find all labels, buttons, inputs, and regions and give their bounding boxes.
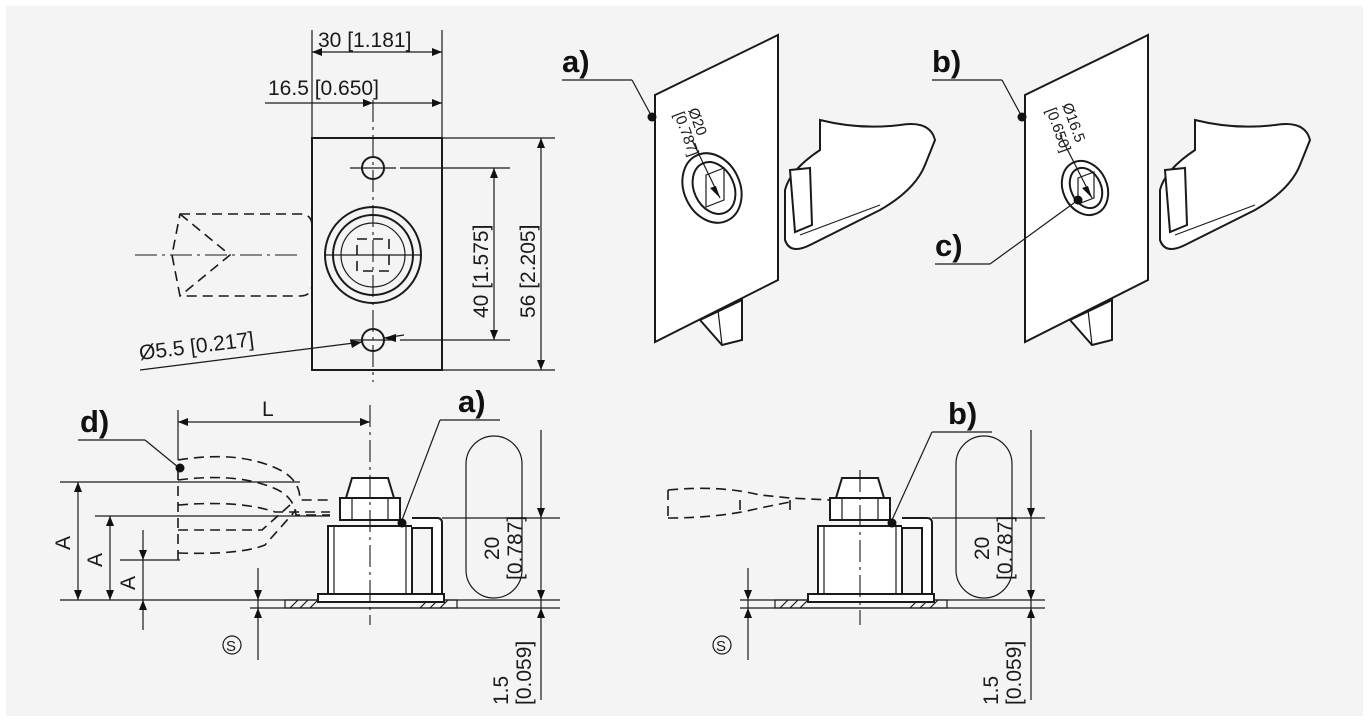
cam-bracket-a [412,517,443,597]
lock-plate-outline [311,137,443,371]
offset-label-3: A [117,576,140,590]
callout-b-label-top: b) [932,44,961,79]
callout-d-dot [175,463,185,473]
thickness-mm-label-a: 1.5 [490,676,513,705]
height-mm-label-b: 20 [971,537,994,560]
handle-b [1159,118,1312,250]
callout-b-dot-top [1017,112,1027,122]
offset-label-1: A [52,536,75,550]
front-view: 30 [1.181] 16.5 [0.650] 40 [1.575] 56 [2… [135,29,555,382]
hole-diameter-label: Ø5.5 [0.217] [138,328,256,365]
thickness-symbol-b: S [716,638,726,655]
callout-a-label: a) [562,44,590,79]
panel-a-isometric: Ø20 [0.787] a) [562,33,937,347]
offset-label-2: A [84,553,107,567]
width-center-label: 16.5 [0.650] [268,77,379,100]
thickness-symbol-a: S [226,638,236,655]
hole-diameter-leader [139,341,363,371]
callout-b-dot-side [887,518,897,528]
callout-d-label: d) [80,404,109,439]
width-total-label: 30 [1.181] [318,29,411,52]
side-view-b: S 20 [0.787] 1.5 [0.059] b) [667,396,1045,705]
height-mm-label-a: 20 [481,537,504,560]
thickness-inch-label-b: [0.059] [1003,641,1026,705]
panel-b-isometric: Ø16.5 [0.650] b) c) [932,33,1312,347]
handle-a [784,118,937,250]
callout-a-dot-side [397,518,407,528]
cutout-b-outer [1060,159,1110,217]
thickness-inch-label-a: [0.059] [513,641,536,705]
height-total-label: 56 [2.205] [517,225,540,318]
thickness-mm-label-b: 1.5 [980,676,1003,705]
height-pill-b [955,435,1013,599]
length-label: L [262,398,274,421]
callout-c-dot [1073,195,1083,205]
height-pill-a [465,435,523,599]
cutout-a-outer [681,152,743,224]
cam-bracket-b [902,517,933,597]
height-inch-label-b: [0.787] [994,516,1017,580]
callout-b-label-side: b) [948,396,977,431]
handle-dashed-outline [171,213,313,297]
callout-c-label: c) [935,228,963,263]
side-view-a: L A A A S 20 [0.787] 1.5 [0.059] d) [52,384,560,705]
callout-a-dot [647,112,657,122]
handle-b-dashed [667,487,831,501]
height-holes-label: 40 [1.575] [470,225,493,318]
height-inch-label-a: [0.787] [504,516,527,580]
thickness-symbol-circle-a [222,635,242,655]
thickness-symbol-circle-b [712,635,732,655]
callout-a-label-side: a) [458,384,486,419]
